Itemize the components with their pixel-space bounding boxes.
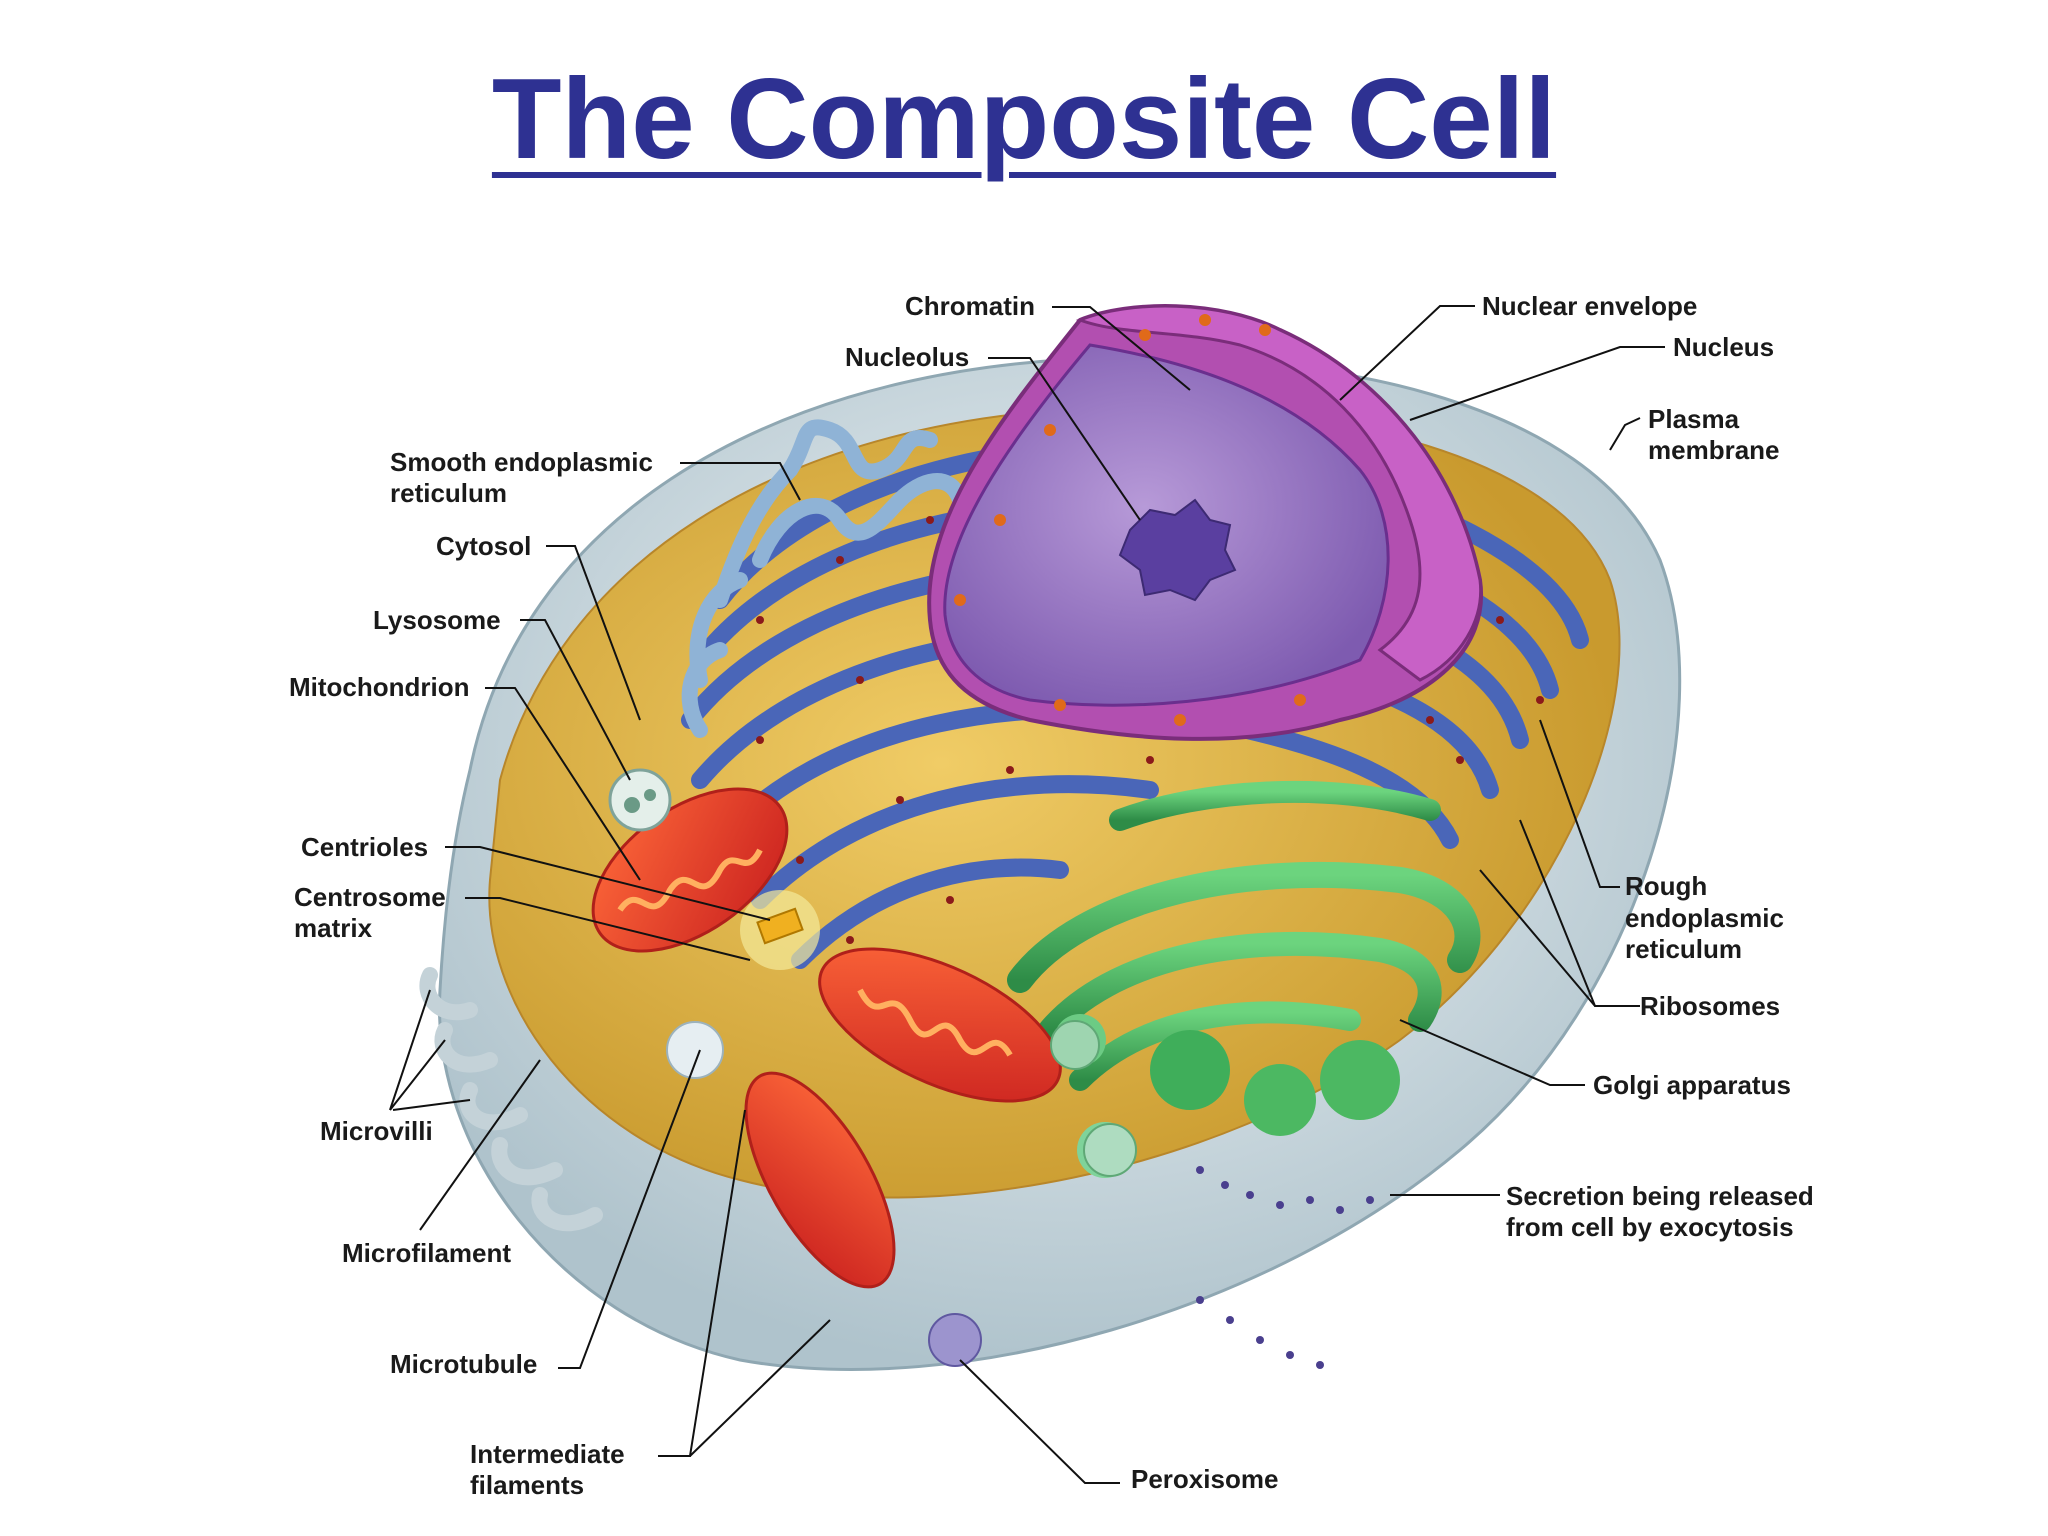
label-secretion-2: from cell by exocytosis (1506, 1212, 1794, 1242)
mitochondrion-middle (818, 947, 1062, 1103)
label-plasma-membrane-1: Plasma (1648, 404, 1740, 434)
label-nucleolus: Nucleolus (845, 342, 969, 372)
label-microvilli: Microvilli (320, 1116, 433, 1146)
nuclear-pores (954, 314, 1306, 726)
label-nucleus: Nucleus (1673, 332, 1774, 362)
centrosome (740, 890, 820, 970)
label-microtubule: Microtubule (390, 1349, 537, 1379)
label-smooth-er-2: reticulum (390, 478, 507, 508)
nuclear-envelope (1075, 304, 1483, 682)
microvilli (419, 967, 603, 1232)
label-rough-er-1: Rough (1625, 871, 1707, 901)
label-intermediate-2: filaments (470, 1470, 584, 1500)
label-rough-er-2: endoplasmic (1625, 903, 1784, 933)
label-centrioles: Centrioles (301, 832, 428, 862)
leader-lines (389, 305, 1665, 1484)
nucleolus (1118, 498, 1237, 602)
label-peroxisome: Peroxisome (1131, 1464, 1278, 1494)
vesicles (666, 1020, 1137, 1177)
label-ribosomes: Ribosomes (1640, 991, 1780, 1021)
label-chromatin: Chromatin (905, 291, 1035, 321)
label-centrosome-1: Centrosome (294, 882, 446, 912)
label-golgi: Golgi apparatus (1593, 1070, 1791, 1100)
labels: Chromatin Nucleolus Nuclear envelope Nuc… (289, 291, 1814, 1500)
page-title: The Composite Cell (491, 56, 1557, 183)
label-secretion-1: Secretion being released (1506, 1181, 1814, 1211)
label-microfilament: Microfilament (342, 1238, 511, 1268)
label-lysosome: Lysosome (373, 605, 501, 635)
exocytosis-secretion (1196, 1166, 1374, 1369)
label-rough-er-3: reticulum (1625, 934, 1742, 964)
peroxisome (928, 1313, 982, 1367)
smooth-endoplasmic-reticulum (681, 419, 968, 738)
label-cytosol: Cytosol (436, 531, 531, 561)
mitochondrion-lower (744, 1071, 896, 1289)
label-mitochondrion: Mitochondrion (289, 672, 470, 702)
label-nuclear-envelope: Nuclear envelope (1482, 291, 1697, 321)
label-centrosome-2: matrix (294, 913, 373, 943)
label-smooth-er-1: Smooth endoplasmic (390, 447, 653, 477)
label-plasma-membrane-2: membrane (1648, 435, 1780, 465)
label-intermediate-1: Intermediate (470, 1439, 625, 1469)
lysosome (608, 768, 672, 832)
